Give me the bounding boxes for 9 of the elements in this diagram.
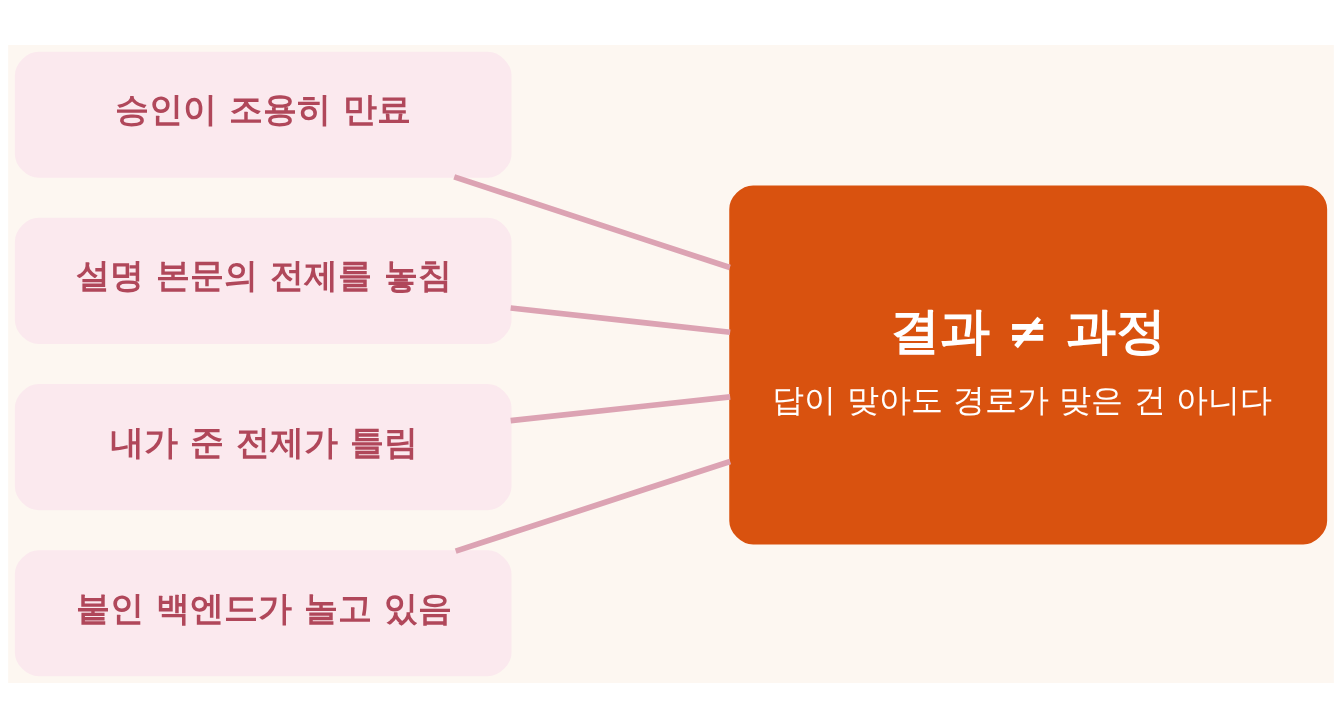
node-box: 내가 준 전제가 틀림 xyxy=(14,384,512,511)
node-box: 설명 본문의 전제를 놓침 xyxy=(14,217,512,344)
connector xyxy=(454,458,732,554)
connector xyxy=(453,174,731,271)
node-box: 붙인 백엔드가 놀고 있음 xyxy=(14,550,512,677)
connector xyxy=(510,394,731,424)
node-box: 승인이 조용히 만료 xyxy=(14,51,512,178)
node-box: 결과 ≠ 과정 답이 맞아도 경로가 맞은 건 아니다 xyxy=(729,185,1328,545)
connector xyxy=(510,305,731,336)
